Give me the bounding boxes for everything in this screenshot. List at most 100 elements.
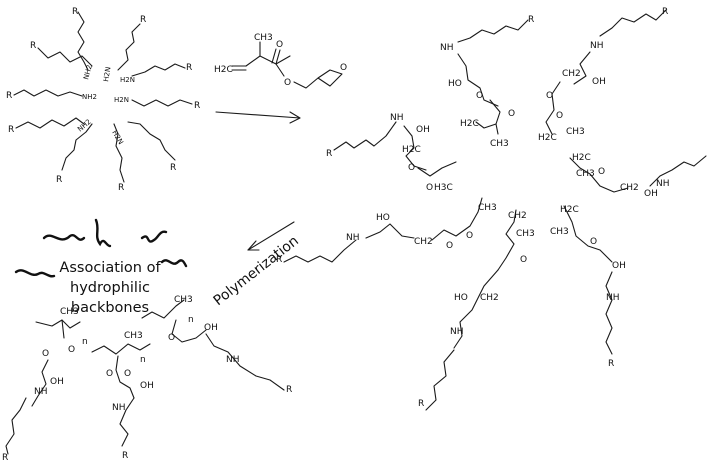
- svg-text:CH2: CH2: [620, 183, 639, 193]
- svg-text:O: O: [476, 91, 483, 101]
- svg-text:O: O: [508, 109, 515, 119]
- svg-text:CH3: CH3: [124, 331, 143, 341]
- svg-text:NH: NH: [112, 403, 126, 413]
- svg-text:OH: OH: [140, 381, 154, 391]
- svg-text:R: R: [186, 63, 192, 73]
- svg-text:HO: HO: [376, 213, 390, 223]
- svg-text:O: O: [520, 255, 527, 265]
- svg-text:n: n: [188, 315, 194, 325]
- svg-text:NH: NH: [226, 355, 240, 365]
- svg-text:CH2: CH2: [562, 69, 581, 79]
- svg-text:hydrophilic: hydrophilic: [70, 280, 150, 296]
- svg-text:Association of: Association of: [59, 260, 161, 276]
- svg-text:CH3: CH3: [566, 127, 585, 137]
- svg-text:H2C: H2C: [402, 145, 421, 155]
- svg-text:OH: OH: [50, 377, 64, 387]
- svg-text:O: O: [284, 78, 291, 88]
- svg-text:OH: OH: [416, 125, 430, 135]
- svg-text:R: R: [56, 175, 62, 185]
- svg-text:H2N: H2N: [102, 66, 112, 82]
- svg-text:R: R: [528, 15, 534, 25]
- polymer-network: CH3 n O O OH NH R CH3 n O O OH NH R CH3 …: [2, 295, 292, 463]
- svg-text:NH: NH: [450, 327, 464, 337]
- svg-text:R: R: [276, 255, 282, 265]
- svg-text:HO: HO: [454, 293, 468, 303]
- svg-text:H2C: H2C: [538, 133, 557, 143]
- svg-text:backbones: backbones: [71, 300, 149, 316]
- svg-text:R: R: [6, 91, 12, 101]
- svg-text:O: O: [42, 349, 49, 359]
- svg-text:R: R: [326, 149, 332, 159]
- svg-text:NH: NH: [440, 43, 454, 53]
- svg-text:O: O: [466, 231, 473, 241]
- svg-text:R: R: [8, 125, 14, 135]
- svg-text:CH3: CH3: [60, 307, 79, 317]
- methacrylated-star: R NH HO O O H2C CH3 R NH OH CH2 O O H2C …: [276, 7, 707, 411]
- svg-text:O: O: [590, 237, 597, 247]
- amine-star: R NH2 R H2N R R H2N R NH2 R H2N R NH2 R …: [6, 7, 200, 193]
- svg-text:H2C: H2C: [460, 119, 479, 129]
- svg-text:n: n: [140, 355, 146, 365]
- svg-text:O: O: [446, 241, 453, 251]
- svg-text:NH: NH: [590, 41, 604, 51]
- svg-text:NH2: NH2: [82, 93, 97, 101]
- svg-text:O: O: [106, 369, 113, 379]
- svg-text:H2C: H2C: [214, 65, 233, 75]
- svg-text:H2N: H2N: [114, 96, 129, 104]
- svg-text:R: R: [72, 7, 78, 17]
- svg-text:CH3: CH3: [478, 203, 497, 213]
- svg-text:CH2: CH2: [480, 293, 499, 303]
- svg-text:NH2: NH2: [82, 64, 94, 81]
- svg-text:O: O: [168, 333, 175, 343]
- svg-text:NH: NH: [606, 293, 620, 303]
- svg-text:R: R: [2, 453, 8, 463]
- svg-text:H3C: H3C: [434, 183, 453, 193]
- svg-text:NH: NH: [34, 387, 48, 397]
- svg-text:R: R: [662, 7, 668, 17]
- svg-text:R: R: [118, 183, 124, 193]
- svg-text:R: R: [194, 101, 200, 111]
- svg-text:O: O: [546, 91, 553, 101]
- svg-text:CH3: CH3: [174, 295, 193, 305]
- svg-text:CH3: CH3: [254, 33, 273, 43]
- svg-text:O: O: [124, 369, 131, 379]
- svg-text:NH: NH: [656, 179, 670, 189]
- svg-text:CH2: CH2: [508, 211, 527, 221]
- svg-text:CH3: CH3: [516, 229, 535, 239]
- svg-text:O: O: [408, 163, 415, 173]
- svg-text:H2N: H2N: [120, 76, 135, 84]
- svg-text:OH: OH: [644, 189, 658, 199]
- svg-text:NH: NH: [346, 233, 360, 243]
- reaction-arrow: [215, 111, 301, 124]
- svg-text:H2C: H2C: [572, 153, 591, 163]
- glycidyl-methacrylate: CH3 H2C O O O: [214, 33, 347, 89]
- svg-text:OH: OH: [204, 323, 218, 333]
- svg-text:HO: HO: [448, 79, 462, 89]
- svg-text:CH3: CH3: [550, 227, 569, 237]
- svg-text:n: n: [82, 337, 88, 347]
- svg-text:R: R: [608, 359, 614, 369]
- svg-text:NH: NH: [390, 113, 404, 123]
- svg-text:OH: OH: [592, 77, 606, 87]
- polymerization-arrow: Polymerization: [211, 221, 302, 309]
- svg-text:O: O: [426, 183, 433, 193]
- svg-text:R: R: [170, 163, 176, 173]
- svg-text:OH: OH: [612, 261, 626, 271]
- svg-text:R: R: [140, 15, 146, 25]
- association-label: Association of hydrophilic backbones: [59, 260, 161, 316]
- svg-text:O: O: [556, 111, 563, 121]
- svg-text:O: O: [276, 40, 283, 50]
- svg-text:H2C: H2C: [560, 205, 579, 215]
- svg-text:O: O: [598, 167, 605, 177]
- backbone-squiggles: [14, 218, 188, 278]
- svg-text:R: R: [30, 41, 36, 51]
- svg-text:CH2: CH2: [414, 237, 433, 247]
- svg-text:O: O: [68, 345, 75, 355]
- svg-text:CH3: CH3: [576, 169, 595, 179]
- svg-text:R: R: [286, 385, 292, 395]
- svg-text:R: R: [418, 399, 424, 409]
- svg-text:O: O: [340, 63, 347, 73]
- svg-text:CH3: CH3: [490, 139, 509, 149]
